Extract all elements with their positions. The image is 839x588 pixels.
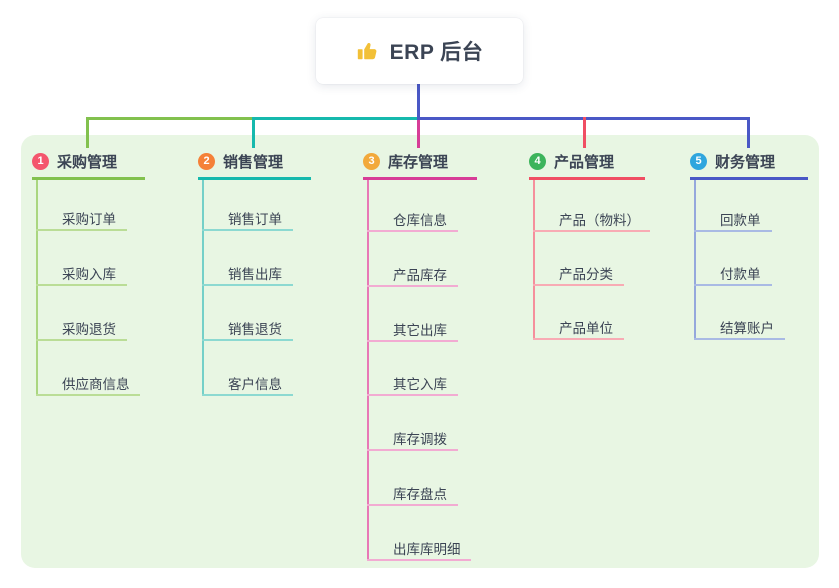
branch-title: 产品管理 bbox=[554, 153, 615, 171]
branch-header[interactable]: 1 采购管理 bbox=[32, 150, 117, 172]
root-title: ERP 后台 bbox=[389, 41, 484, 64]
child-underline bbox=[367, 449, 458, 451]
child-underline bbox=[367, 504, 458, 506]
child-label[interactable]: 产品分类 bbox=[559, 267, 613, 282]
child-label[interactable]: 库存盘点 bbox=[393, 487, 447, 502]
child-underline bbox=[367, 340, 458, 342]
child-label[interactable]: 采购退货 bbox=[62, 322, 116, 337]
branch-title: 销售管理 bbox=[223, 153, 284, 171]
child-label[interactable]: 回款单 bbox=[720, 213, 761, 228]
child-underline bbox=[202, 229, 293, 231]
branch-number-badge: 3 bbox=[363, 152, 380, 170]
child-label[interactable]: 产品（物料） bbox=[559, 213, 640, 228]
branch-drop-line-3 bbox=[417, 120, 420, 148]
branch-underline bbox=[32, 177, 145, 180]
child-underline bbox=[36, 284, 127, 286]
child-label[interactable]: 销售出库 bbox=[228, 267, 282, 282]
branch-underline bbox=[690, 177, 808, 180]
child-label[interactable]: 结算账户 bbox=[720, 321, 774, 336]
branch-drop-line-2 bbox=[252, 117, 255, 148]
branch-number-badge: 2 bbox=[198, 152, 215, 170]
branch-children-stem bbox=[202, 180, 204, 396]
root-node[interactable]: ERP 后台 bbox=[316, 18, 523, 84]
child-label[interactable]: 出库库明细 bbox=[393, 542, 461, 557]
child-underline bbox=[367, 394, 458, 396]
child-underline bbox=[36, 229, 127, 231]
branch-underline bbox=[363, 177, 477, 180]
child-label[interactable]: 采购订单 bbox=[62, 212, 116, 227]
child-underline bbox=[202, 339, 293, 341]
child-label[interactable]: 库存调拨 bbox=[393, 432, 447, 447]
branch-underline bbox=[198, 177, 311, 180]
child-underline bbox=[533, 230, 650, 232]
branch-number-badge: 4 bbox=[529, 152, 546, 170]
branch-children-stem bbox=[367, 180, 369, 561]
child-label[interactable]: 其它入库 bbox=[393, 377, 447, 392]
branch-header[interactable]: 4 产品管理 bbox=[529, 150, 614, 172]
child-label[interactable]: 客户信息 bbox=[228, 377, 282, 392]
child-underline bbox=[533, 284, 624, 286]
child-underline bbox=[202, 394, 293, 396]
child-label[interactable]: 销售订单 bbox=[228, 212, 282, 227]
branch-drop-line-5 bbox=[747, 117, 750, 148]
branch-header[interactable]: 2 销售管理 bbox=[198, 150, 283, 172]
child-underline bbox=[36, 339, 127, 341]
branch-drop-line-4 bbox=[583, 117, 586, 148]
branch-drop-line-1 bbox=[86, 117, 89, 148]
child-underline bbox=[202, 284, 293, 286]
child-label[interactable]: 付款单 bbox=[720, 267, 761, 282]
child-label[interactable]: 产品库存 bbox=[393, 268, 447, 283]
mindmap-panel bbox=[21, 135, 819, 568]
child-underline bbox=[533, 338, 624, 340]
branch-underline bbox=[529, 177, 645, 180]
branch-children-stem bbox=[533, 180, 535, 340]
branch-title: 采购管理 bbox=[57, 153, 118, 171]
bus-segment-2 bbox=[253, 117, 417, 120]
child-underline bbox=[694, 230, 772, 232]
branch-header[interactable]: 3 库存管理 bbox=[363, 150, 448, 172]
child-underline bbox=[367, 559, 471, 561]
child-underline bbox=[694, 284, 772, 286]
child-underline bbox=[367, 285, 458, 287]
branch-header[interactable]: 5 财务管理 bbox=[690, 150, 775, 172]
child-underline bbox=[367, 230, 458, 232]
thumbs-up-icon bbox=[356, 39, 380, 63]
child-label[interactable]: 产品单位 bbox=[559, 321, 613, 336]
child-label[interactable]: 仓库信息 bbox=[393, 213, 447, 228]
bus-segment-1 bbox=[86, 117, 253, 120]
branch-title: 库存管理 bbox=[388, 153, 449, 171]
child-underline bbox=[36, 394, 140, 396]
branch-children-stem bbox=[694, 180, 696, 340]
child-label[interactable]: 采购入库 bbox=[62, 267, 116, 282]
child-underline bbox=[694, 338, 785, 340]
branch-children-stem bbox=[36, 180, 38, 396]
child-label[interactable]: 供应商信息 bbox=[62, 377, 130, 392]
branch-title: 财务管理 bbox=[715, 153, 776, 171]
root-stem-line bbox=[417, 84, 420, 120]
branch-number-badge: 5 bbox=[690, 152, 707, 170]
child-label[interactable]: 其它出库 bbox=[393, 323, 447, 338]
child-label[interactable]: 销售退货 bbox=[228, 322, 282, 337]
branch-number-badge: 1 bbox=[32, 152, 49, 170]
